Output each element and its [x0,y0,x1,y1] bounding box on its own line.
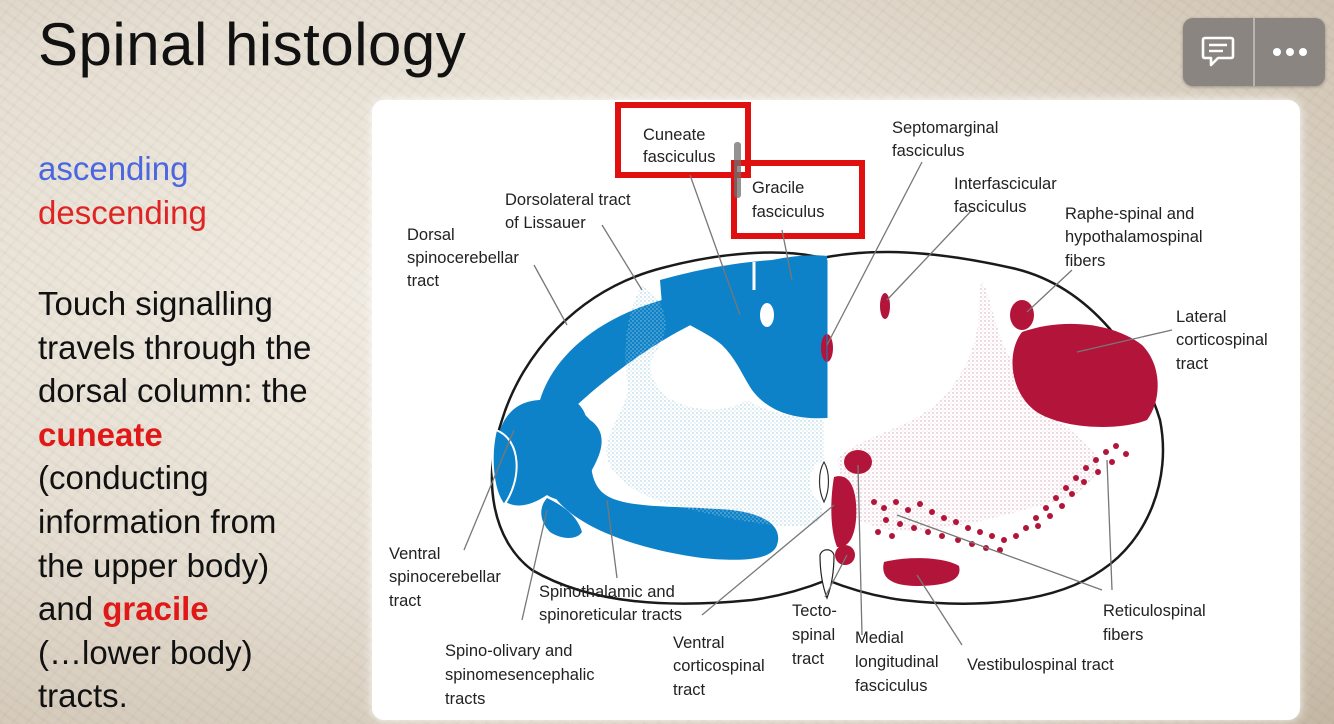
lateral-corticospinal-tract [1012,323,1158,427]
label-tectospinal: tract [792,650,825,668]
label-lateral-corticospinal: corticospinal [1176,331,1268,349]
ventral-fissure [819,549,835,600]
label-spino-olivary: tracts [445,690,485,708]
label-dorsolateral: Dorsolateral tract [505,191,631,209]
body-highlight-cuneate: cuneate [38,415,163,453]
label-ventral-corticospinal: corticospinal [673,657,765,675]
label-cuneate: fasciculus [643,148,715,166]
body-line: dorsal column: the [38,372,308,410]
body-line: Touch signalling [38,285,273,322]
vestibulospinal-tract [883,558,960,586]
slide-body-text: Touch signalling travels through the dor… [38,282,358,718]
label-mlf: fasciculus [855,677,927,695]
label-septomarginal: fasciculus [892,142,964,160]
gracile-highlight-box [731,160,865,239]
body-line: and gracile [38,587,358,631]
label-raphe: Raphe-spinal and [1065,205,1194,223]
label-lateral-corticospinal: tract [1176,355,1209,373]
label-vestibulospinal: Vestibulospinal tract [967,656,1114,674]
more-options-icon [1272,48,1307,56]
body-and: and [38,590,103,628]
svg-text:fasciculus: fasciculus [643,148,715,166]
body-line: the upper body) [38,546,270,584]
label-raphe: fibers [1065,252,1105,270]
comment-button[interactable] [1183,18,1253,86]
central-canal-region [818,460,830,504]
interfascicular-fasciculus [880,293,890,319]
right-gray-matter [837,280,1098,532]
label-spino-olivary: spinomesencephalic [445,666,595,684]
more-options-button[interactable] [1255,18,1325,86]
reticulospinal-fibers [871,443,1129,553]
comment-icon [1201,36,1235,67]
label-dorsal-spinocerebellar: tract [407,272,440,290]
spinothalamic-tract [535,396,779,560]
posterior-white-column [660,255,827,419]
legend-ascending: ascending [38,150,189,187]
scroll-indicator [734,142,741,198]
left-gray-matter [606,285,824,527]
label-septomarginal: Septomarginal [892,119,998,137]
dorsal-column-gap [760,303,774,327]
label-spino-olivary: Spino-olivary and [445,642,573,660]
label-raphe: hypothalamospinal [1065,228,1203,246]
label-spinothalamic: Spinothalamic and [539,583,675,601]
body-line: (conducting [38,459,209,497]
label-ventral-spinocerebellar: spinocerebellar [389,568,501,586]
svg-text:Gracile: Gracile [752,179,804,197]
medial-longitudinal-fasciculus [844,450,872,474]
label-dorsal-spinocerebellar: Dorsal [407,226,455,244]
label-ventral-spinocerebellar: Ventral [389,545,440,563]
label-interfascicular: fasciculus [954,198,1026,216]
body-line: travels through the [38,328,312,366]
toolbar-divider [1253,18,1255,86]
label-gracile: Gracile [752,179,804,197]
label-lateral-corticospinal: Lateral [1176,308,1226,326]
label-interfascicular: Interfascicular [954,175,1057,193]
spinal-cord-svg: Cuneate fasciculus Gracile fasciculus Do… [389,102,1268,708]
label-tectospinal: Tecto- [792,602,837,620]
label-tectospinal: spinal [792,626,835,644]
svg-text:Cuneate: Cuneate [643,126,705,144]
svg-text:fasciculus: fasciculus [752,203,824,221]
label-cuneate: Cuneate [643,126,705,144]
label-ventral-corticospinal: tract [673,681,706,699]
label-spinothalamic: spinoreticular tracts [539,606,682,624]
spino-olivary-tract [541,498,582,538]
ventral-corticospinal-tract [831,476,857,548]
legend-descending: descending [38,194,207,231]
slide-toolbar [1183,18,1325,86]
body-highlight-gracile: gracile [102,590,209,628]
label-reticulospinal: fibers [1103,626,1143,644]
label-mlf: Medial [855,629,904,647]
label-mlf: longitudinal [855,653,938,671]
body-line: information from [38,502,277,540]
label-dorsal-spinocerebellar: spinocerebellar [407,249,519,267]
body-line: tracts. [38,677,128,715]
label-ventral-corticospinal: Ventral [673,634,724,652]
spinal-cord-diagram: Cuneate fasciculus Gracile fasciculus Do… [372,100,1300,720]
body-line: (…lower body) [38,633,253,671]
cuneate-highlight-box [615,102,751,178]
ventral-spinocerebellar-tract [491,428,518,507]
label-reticulospinal: Reticulospinal [1103,602,1206,620]
raphe-spinal-fibers [1010,300,1034,330]
label-ventral-spinocerebellar: tract [389,592,422,610]
diagram-labels: Cuneate fasciculus Gracile fasciculus Do… [389,119,1268,708]
label-dorsolateral: of Lissauer [505,214,586,232]
slide-title: Spinal histology [38,11,467,78]
label-gracile: fasciculus [752,203,824,221]
tectospinal-tract [835,545,855,565]
leader-lines [463,161,1173,646]
